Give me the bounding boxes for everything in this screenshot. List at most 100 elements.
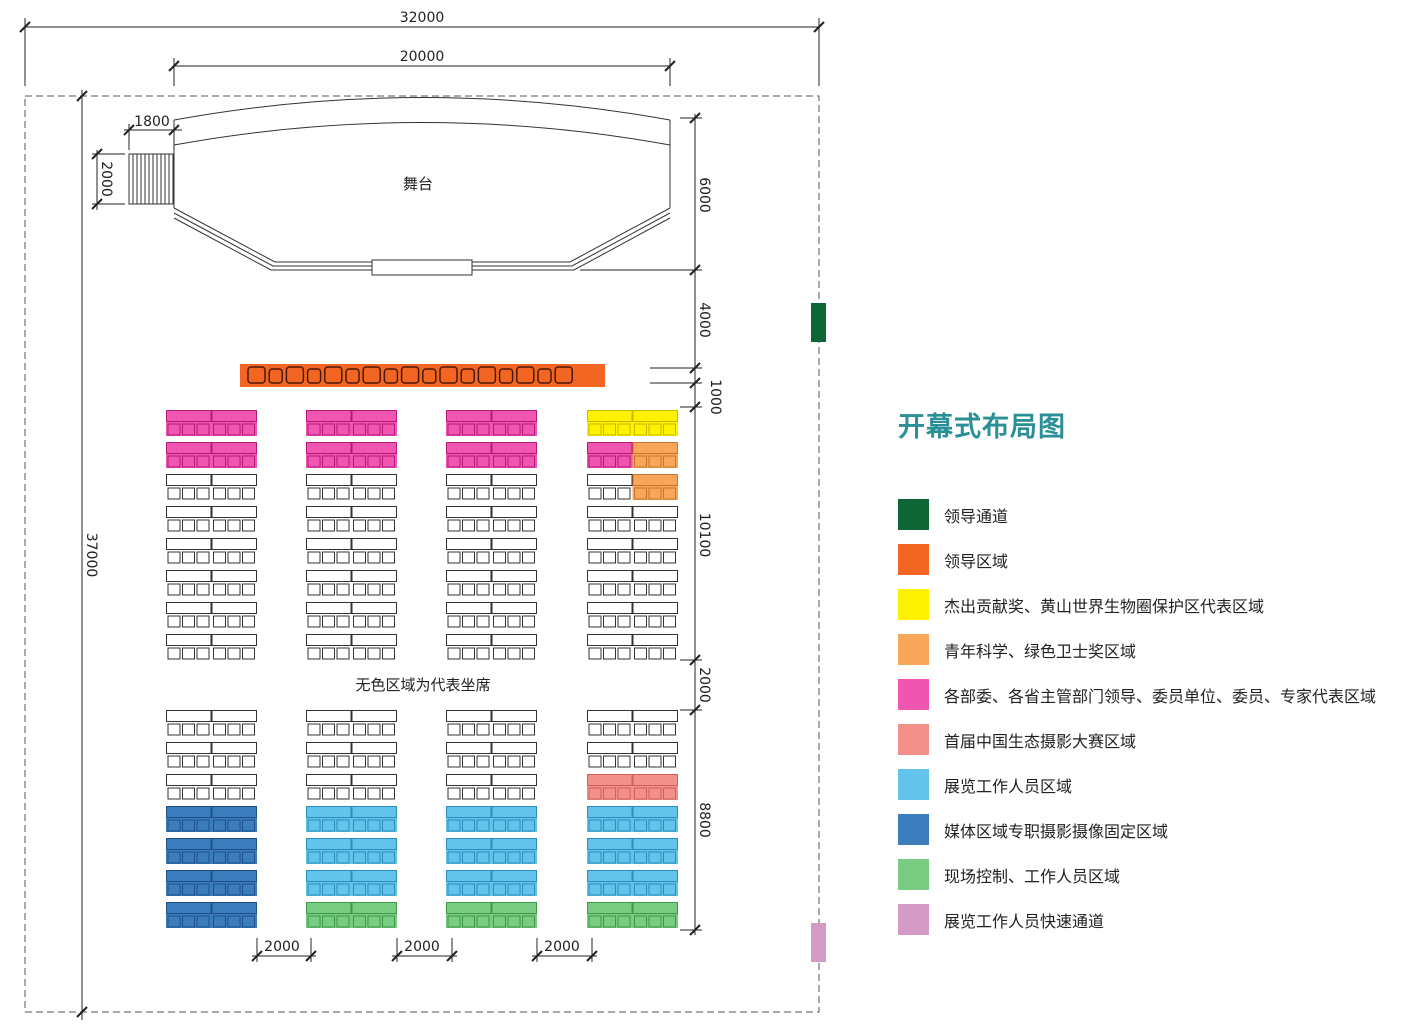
leader-seat xyxy=(362,366,381,384)
dim-label-stairs-width: 1800 xyxy=(134,114,170,130)
seat xyxy=(242,723,255,736)
seat xyxy=(367,819,381,832)
seat xyxy=(462,915,475,928)
seat xyxy=(167,819,181,832)
leader-seat xyxy=(268,368,283,384)
lower-seat-row xyxy=(306,742,397,768)
seat xyxy=(227,819,241,832)
seat xyxy=(182,787,195,800)
seat xyxy=(227,915,241,928)
dimension-chain-right xyxy=(580,112,702,936)
seat xyxy=(447,851,461,864)
seat xyxy=(603,787,616,800)
seat xyxy=(196,615,210,628)
leader-passage-marker xyxy=(811,303,826,342)
seat xyxy=(353,851,366,864)
lower-seat-row xyxy=(306,806,397,832)
seat xyxy=(322,883,335,896)
table xyxy=(632,742,678,754)
seat xyxy=(447,755,461,768)
seat xyxy=(603,819,616,832)
seat xyxy=(603,519,616,532)
legend-item-salmon: 首届中国生态摄影大赛区域 xyxy=(898,717,1376,762)
legend-item-yellow: 杰出贡献奖、黄山世界生物圈保护区代表区域 xyxy=(898,582,1376,627)
lower-seat-row xyxy=(446,902,537,928)
upper-seat-row xyxy=(306,474,397,500)
seat xyxy=(522,583,535,596)
leader-seat xyxy=(324,366,343,384)
seat xyxy=(617,647,631,660)
seat xyxy=(634,755,647,768)
seat xyxy=(213,615,226,628)
seat xyxy=(447,551,461,564)
table xyxy=(491,442,537,454)
seat xyxy=(447,819,461,832)
lower-seat-row xyxy=(306,870,397,896)
dim-label-stage-depth: 6000 xyxy=(696,177,712,213)
seat xyxy=(382,519,395,532)
table xyxy=(211,902,257,914)
seat xyxy=(242,647,255,660)
legend-swatch xyxy=(898,724,929,755)
leader-seat xyxy=(345,368,360,384)
seat xyxy=(367,787,381,800)
seat xyxy=(648,615,662,628)
legend-swatch xyxy=(898,769,929,800)
seat xyxy=(213,647,226,660)
seat xyxy=(196,551,210,564)
seat xyxy=(336,583,350,596)
seat xyxy=(307,915,321,928)
seat xyxy=(242,487,255,500)
table xyxy=(166,710,212,722)
dimension-total-width xyxy=(19,18,825,86)
table xyxy=(587,806,633,818)
legend-title: 开幕式布局图 xyxy=(898,412,1066,443)
leader-seat xyxy=(306,368,322,384)
seat xyxy=(353,423,366,436)
upper-seat-row xyxy=(446,602,537,628)
seat xyxy=(307,519,321,532)
lower-seat-row xyxy=(306,774,397,800)
seat xyxy=(663,615,676,628)
seat xyxy=(648,583,662,596)
seat xyxy=(167,723,181,736)
table xyxy=(306,538,352,550)
seat xyxy=(196,455,210,468)
seat xyxy=(182,615,195,628)
seat xyxy=(603,583,616,596)
lower-seat-row xyxy=(306,710,397,736)
seat xyxy=(196,583,210,596)
seat xyxy=(603,755,616,768)
legend-swatch xyxy=(898,499,929,530)
upper-seat-row xyxy=(446,634,537,660)
seat xyxy=(367,423,381,436)
seat xyxy=(507,455,521,468)
seat xyxy=(167,455,181,468)
dim-label-lower-seating: 8800 xyxy=(696,802,712,838)
seat xyxy=(182,723,195,736)
seat xyxy=(462,819,475,832)
seat xyxy=(476,787,490,800)
upper-seat-row xyxy=(166,506,257,532)
seat xyxy=(476,915,490,928)
seat xyxy=(634,487,647,500)
upper-seat-row xyxy=(306,442,397,468)
legend-item-purple: 展览工作人员快速通道 xyxy=(898,897,1376,942)
lower-seat-row xyxy=(166,710,257,736)
upper-seat-row xyxy=(306,410,397,436)
seat xyxy=(227,647,241,660)
seat xyxy=(493,787,506,800)
seat xyxy=(648,551,662,564)
dim-label-aisle-2: 2000 xyxy=(404,939,440,955)
table xyxy=(166,902,212,914)
seat xyxy=(588,519,602,532)
seat xyxy=(476,851,490,864)
seat xyxy=(634,583,647,596)
table xyxy=(351,506,397,518)
table xyxy=(632,902,678,914)
seat xyxy=(476,551,490,564)
table xyxy=(632,710,678,722)
seat xyxy=(617,583,631,596)
lower-seat-row xyxy=(446,806,537,832)
seat xyxy=(322,723,335,736)
